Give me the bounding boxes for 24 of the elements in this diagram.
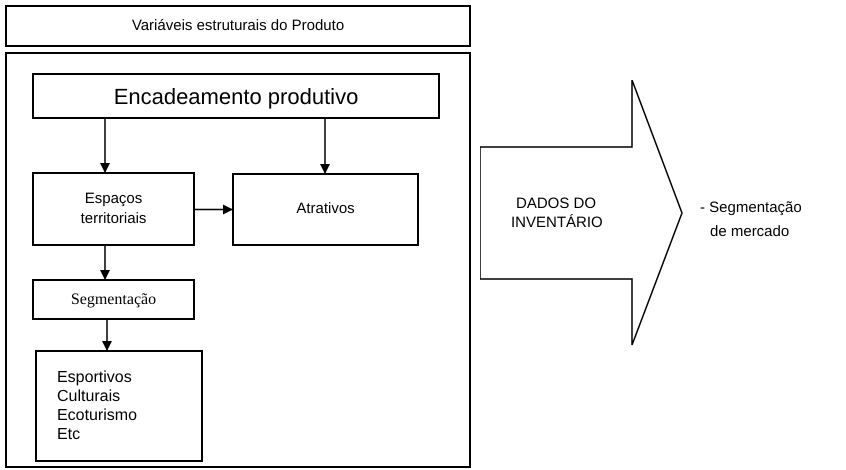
process-box [32,73,440,119]
arrow [320,119,330,174]
process-box [35,350,203,462]
process-box [5,5,471,47]
heading: Variáveis estruturais do Produto [132,16,344,36]
box-label: Ecoturismo [57,406,138,425]
process-box [232,173,419,246]
annotation-text: de mercado [709,222,790,242]
box-label: Segmentação [70,290,156,310]
process-box [32,172,195,246]
process-box [32,279,195,320]
arrow [100,246,110,280]
box-label: Encadeamento produtivo [114,82,358,111]
box-label: Espaços territoriais [80,189,148,229]
arrow [195,204,233,214]
box-label: Atrativos [296,199,355,220]
arrow [102,320,112,351]
arrow [100,119,110,173]
box-label: Etc [57,425,80,444]
arrow-label: DADOS DO INVENTÁRIO [511,194,601,232]
box-label: Culturais [57,387,120,406]
frame-box [5,52,471,468]
annotation-text: - Segmentação [700,198,802,218]
box-label: Esportivos [57,368,132,387]
